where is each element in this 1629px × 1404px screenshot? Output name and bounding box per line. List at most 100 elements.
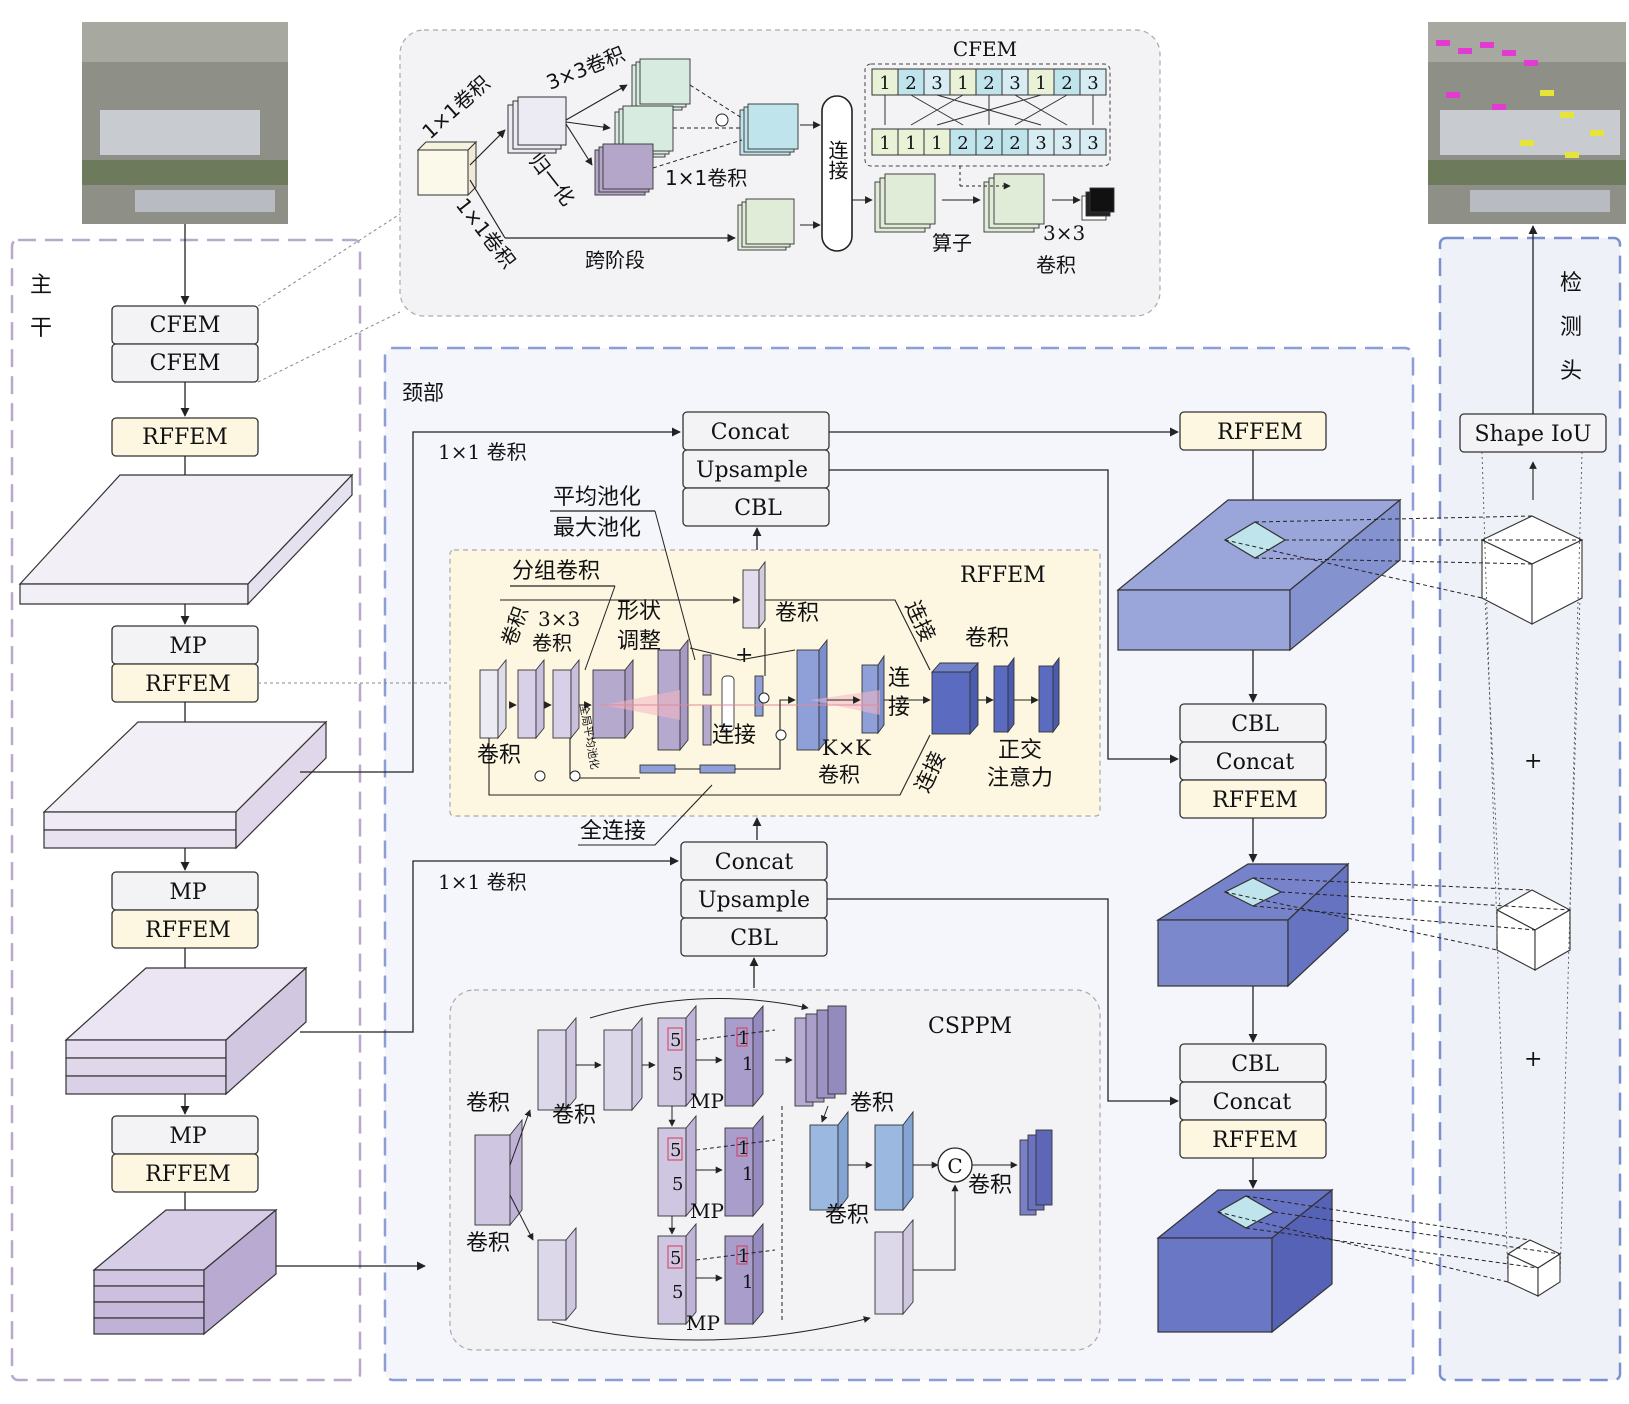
rffem-reshape-1: 形状 bbox=[617, 599, 661, 624]
backbone-cfem-2-label: CFEM bbox=[150, 351, 221, 376]
csppm-one-2a: 1 bbox=[738, 1138, 749, 1159]
shuffle-cell bbox=[949, 128, 977, 156]
neck-top-cbl: CBL bbox=[734, 496, 782, 521]
input-image bbox=[82, 22, 288, 224]
neck-label: 颈部 bbox=[402, 381, 444, 405]
shuffle-cell-label: 2 bbox=[1009, 133, 1020, 154]
shuffle-cell-label: 1 bbox=[879, 73, 890, 94]
csppm-one-1a: 1 bbox=[738, 1028, 749, 1049]
csppm-one-1b: 1 bbox=[742, 1054, 753, 1075]
cfem-title: CFEM bbox=[953, 37, 1017, 61]
shuffle-cell-label: 3 bbox=[1009, 73, 1020, 94]
neck-conv1x1-a: 1×1 卷积 bbox=[438, 440, 527, 464]
shuffle-cell-label: 1 bbox=[1035, 73, 1046, 94]
shuffle-cell-label: 2 bbox=[957, 133, 968, 154]
shuffle-cell bbox=[1079, 128, 1107, 156]
neck-top-concat: Concat bbox=[711, 420, 790, 445]
neck-conv1x1-b: 1×1 卷积 bbox=[438, 870, 527, 894]
rffem-3x3: 3×3 bbox=[538, 607, 580, 631]
csppm-five-2b: 5 bbox=[672, 1174, 683, 1195]
feature-map-1 bbox=[18, 473, 354, 606]
shuffle-cell bbox=[1001, 128, 1029, 156]
feature-map-4 bbox=[92, 1208, 278, 1336]
csppm-panel: CSPPM bbox=[449, 989, 1101, 1351]
head-label-3: 头 bbox=[1560, 359, 1582, 384]
head-shape-iou: Shape IoU bbox=[1475, 422, 1592, 447]
csppm-concat-c: C bbox=[947, 1154, 962, 1178]
rffem-kxk-1: K×K bbox=[822, 736, 871, 760]
rffem-concat-2a: 连 bbox=[888, 666, 910, 691]
backbone-blocks: CFEM CFEM RFFEM MP RFFEM MP RFFEM bbox=[18, 224, 354, 1336]
rffem-conv-right: 卷积 bbox=[965, 626, 1009, 651]
csppm-one-2b: 1 bbox=[742, 1164, 753, 1185]
rffem-fc: 全连接 bbox=[580, 819, 646, 844]
backbone-rffem-3-label: RFFEM bbox=[145, 918, 231, 943]
shuffle-cell-label: 3 bbox=[931, 73, 942, 94]
shuffle-cell bbox=[897, 128, 925, 156]
csppm-conv-6: 卷积 bbox=[968, 1173, 1012, 1198]
cfem-cross-stage: 跨阶段 bbox=[585, 248, 645, 272]
csppm-one-3b: 1 bbox=[742, 1272, 753, 1293]
backbone-cfem-1-label: CFEM bbox=[150, 313, 221, 338]
shuffle-cell-label: 2 bbox=[905, 73, 916, 94]
neck-mid-stack: Concat Upsample CBL bbox=[680, 841, 828, 957]
rffem-reshape-2: 调整 bbox=[617, 629, 661, 654]
feature-map-3 bbox=[64, 966, 308, 1096]
cfem-conv3x3-out-2: 卷积 bbox=[1036, 253, 1076, 277]
neck-right-bot-rffem: RFFEM bbox=[1212, 1128, 1298, 1153]
csppm-mp-3: MP bbox=[686, 1311, 720, 1335]
output-image bbox=[1428, 22, 1626, 224]
neck-right-bot-concat: Concat bbox=[1213, 1090, 1292, 1115]
cfem-conv3x3-out-1: 3×3 bbox=[1043, 221, 1085, 245]
neck-right-rffem-top: RFFEM bbox=[1217, 420, 1303, 445]
neck-right-mid-concat: Concat bbox=[1216, 750, 1295, 775]
shuffle-cell-label: 1 bbox=[879, 133, 890, 154]
rffem-plus: + bbox=[735, 643, 753, 668]
head-plus-1: + bbox=[1524, 749, 1542, 774]
backbone-label-1: 主 bbox=[30, 273, 52, 298]
shuffle-cell-label: 2 bbox=[1061, 73, 1072, 94]
rffem-3x3-conv: 卷积 bbox=[532, 631, 572, 655]
head-label-2: 测 bbox=[1560, 315, 1582, 340]
rffem-kxk-2: 卷积 bbox=[818, 763, 860, 787]
rffem-group-conv: 分组卷积 bbox=[512, 559, 600, 584]
neck-right-mid-cbl: CBL bbox=[1231, 712, 1279, 737]
shuffle-cell-label: 3 bbox=[1087, 133, 1098, 154]
csppm-mp-1: MP bbox=[690, 1089, 724, 1113]
csppm-conv-2: 卷积 bbox=[552, 1103, 596, 1128]
cfem-conv1x1-mid: 1×1卷积 bbox=[665, 166, 747, 190]
csppm-conv-1: 卷积 bbox=[466, 1091, 510, 1116]
rffem-ortho-2: 注意力 bbox=[987, 766, 1053, 791]
rffem-concat-3: 连接 bbox=[712, 723, 756, 748]
shuffle-cell-label: 2 bbox=[983, 73, 994, 94]
rffem-ortho-1: 正交 bbox=[998, 738, 1042, 763]
csppm-mp-2: MP bbox=[690, 1199, 724, 1223]
csppm-five-2a: 5 bbox=[670, 1140, 681, 1161]
neck-mid-concat: Concat bbox=[715, 850, 794, 875]
cfem-operator: 算子 bbox=[932, 231, 972, 255]
shuffle-cell-label: 3 bbox=[1035, 133, 1046, 154]
shuffle-cell-label: 3 bbox=[1087, 73, 1098, 94]
neck-right-mid-rffem: RFFEM bbox=[1212, 788, 1298, 813]
backbone-mp-3-label: MP bbox=[169, 1124, 207, 1149]
rffem-avg-pool: 平均池化 bbox=[553, 485, 641, 510]
backbone-label-2: 干 bbox=[30, 316, 52, 341]
csppm-five-3a: 5 bbox=[670, 1248, 681, 1269]
head-column: Shape IoU bbox=[1217, 225, 1607, 1298]
csppm-five-1b: 5 bbox=[672, 1064, 683, 1085]
neck-right-column: RFFEM CBL Concat RFFEM CBL Concat RFFE bbox=[1116, 411, 1402, 1334]
head-plus-2: + bbox=[1524, 1047, 1542, 1072]
rffem-conv-top: 卷积 bbox=[775, 601, 819, 626]
csppm-title: CSPPM bbox=[928, 1014, 1012, 1039]
shuffle-cell-label: 3 bbox=[1061, 133, 1072, 154]
shuffle-cell-label: 1 bbox=[931, 133, 942, 154]
rffem-conv-b: 卷积 bbox=[477, 743, 521, 768]
csppm-conv-3: 卷积 bbox=[466, 1231, 510, 1256]
shuffle-cell bbox=[871, 128, 899, 156]
csppm-conv-4: 卷积 bbox=[850, 1091, 894, 1116]
csppm-one-3a: 1 bbox=[738, 1246, 749, 1267]
backbone-rffem-4-label: RFFEM bbox=[145, 1162, 231, 1187]
backbone-region bbox=[10, 238, 362, 1382]
